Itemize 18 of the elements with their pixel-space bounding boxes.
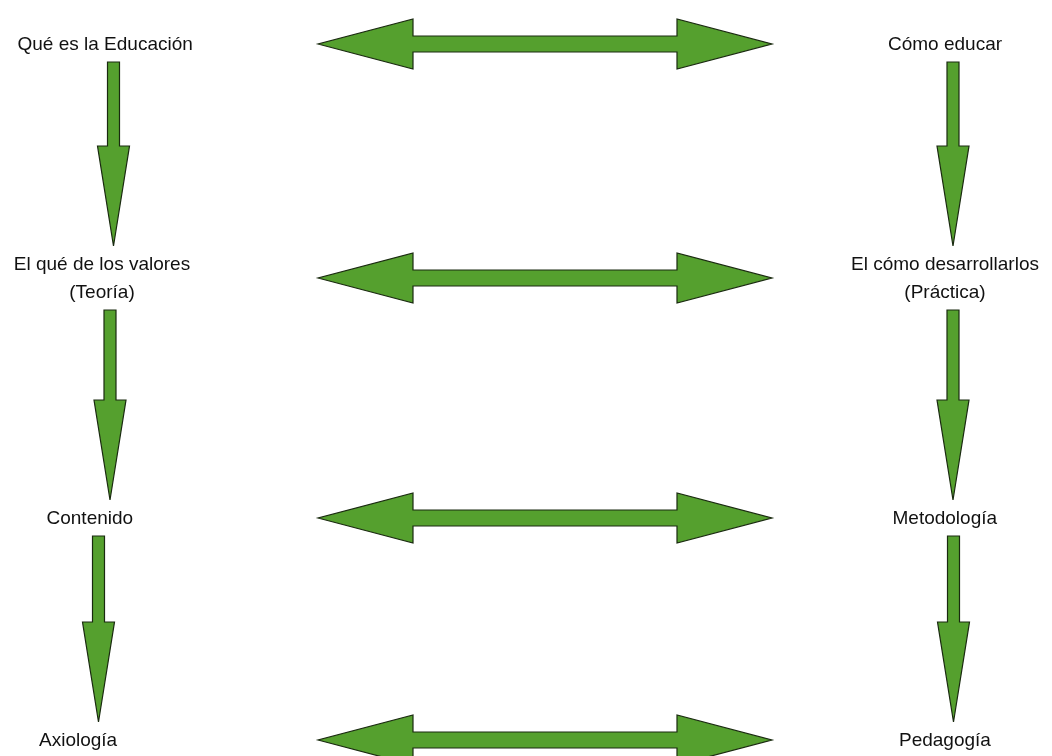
block-arrow [93,309,127,501]
node-label: El qué de los valores (Teoría) [2,250,202,306]
node-label: Metodología [892,504,998,532]
block-arrow [315,18,775,70]
node-label: El cómo desarrollarlos (Práctica) [835,250,1052,306]
node-label: Qué es la Educación [17,30,193,58]
node-label: Cómo educar [888,30,1003,58]
block-arrow [936,309,970,501]
block-arrow [96,61,131,247]
block-arrow [936,535,971,723]
block-arrow [936,61,970,247]
block-arrow [315,252,775,304]
block-arrow [315,492,775,544]
node-label: Axiología [39,726,118,754]
node-label: Contenido [46,504,134,532]
block-arrow [81,535,116,723]
block-arrow [315,714,775,756]
node-label: Pedagogía [899,726,991,754]
